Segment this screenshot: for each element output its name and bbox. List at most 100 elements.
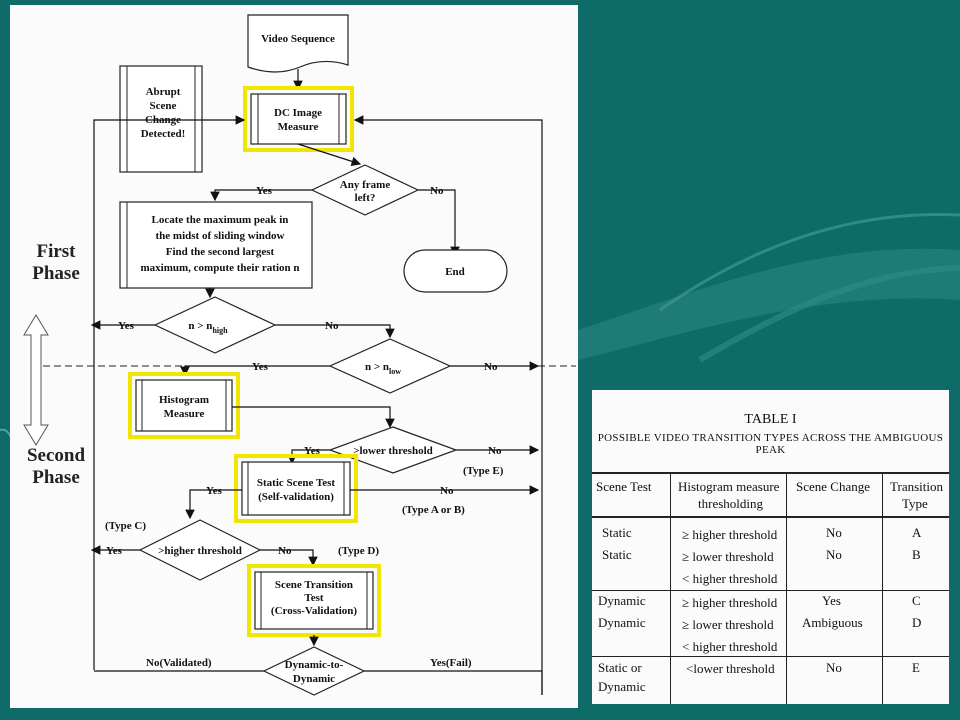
locate-peak-node: Locate the maximum peak in the midst of …	[119, 201, 313, 289]
dynamic-to-dynamic-decision: Dynamic-to- Dynamic	[262, 646, 366, 696]
histogram-line-2: Measure	[164, 408, 205, 420]
table-top-rule	[592, 472, 949, 474]
flowchart-panel: Video Sequence Abrupt Scene Change Detec…	[10, 5, 578, 708]
header-transition-2: Type	[902, 496, 928, 511]
row-c-scene: Dynamic	[598, 593, 646, 608]
table-col-rule-2	[786, 472, 787, 704]
dynamic-line-2: Dynamic	[293, 673, 335, 685]
static-scene-line-1: Static Scene Test	[257, 477, 336, 489]
row-b-histogram-2: < higher threshold	[682, 571, 778, 586]
flowchart: Video Sequence Abrupt Scene Change Detec…	[23, 14, 576, 696]
row-c-type: C	[912, 593, 921, 608]
dynamic-line-1: Dynamic-to-	[285, 659, 344, 671]
row-d-type: D	[912, 615, 922, 630]
type-d-label: (Type D)	[338, 545, 379, 557]
any-frame-line-2: left?	[355, 192, 376, 204]
no-label: No	[440, 485, 454, 497]
transition-types-table: TABLE I POSSIBLE VIDEO TRANSITION TYPES …	[592, 390, 949, 704]
header-transition-1: Transition	[890, 479, 943, 494]
row-e-scene: Static or	[598, 660, 642, 675]
row-b-type: B	[912, 547, 921, 562]
row-c-change: Yes	[822, 593, 841, 608]
abrupt-line-1: Abrupt	[146, 86, 181, 98]
svg-text:n > nhigh: n > nhigh	[188, 320, 228, 335]
no-label: No	[325, 320, 339, 332]
any-frame-left-decision: Any frame left?	[310, 164, 420, 216]
n-low-subscript: low	[389, 367, 401, 376]
row-a-histogram: ≥ higher threshold	[682, 527, 778, 542]
video-sequence-label: Video Sequence	[261, 33, 335, 45]
locate-line-2: the midst of sliding window	[156, 230, 285, 242]
row-b-histogram: ≥ lower threshold	[682, 549, 774, 564]
row-c-histogram: ≥ higher threshold	[682, 595, 778, 610]
table-col-rule-3	[882, 472, 883, 704]
svg-text:n > nlow: n > nlow	[365, 361, 401, 376]
scene-transition-line-3: (Cross-Validation)	[271, 605, 358, 617]
n-high-subscript: high	[212, 326, 228, 335]
scene-transition-line-2: Test	[304, 592, 323, 604]
yes-fail-label: Yes(Fail)	[430, 657, 472, 669]
table-subtitle: POSSIBLE VIDEO TRANSITION TYPES ACROSS T…	[597, 432, 944, 456]
header-histogram-2: thresholding	[698, 496, 763, 511]
no-label: No	[488, 445, 502, 457]
n-low-decision: n > nlow	[328, 338, 452, 394]
no-validated-label: No(Validated)	[146, 657, 212, 669]
row-a-type: A	[912, 525, 922, 540]
higher-threshold-label: >higher threshold	[158, 545, 242, 557]
n-high-decision: n > nhigh	[153, 296, 277, 354]
n-low-label: n > n	[365, 361, 389, 373]
static-scene-test-node: Static Scene Test (Self-validation)	[234, 454, 358, 523]
static-scene-line-2: (Self-validation)	[258, 491, 334, 503]
row-a-scene: Static	[602, 525, 632, 540]
table-header-rule	[592, 516, 949, 518]
locate-line-1: Locate the maximum peak in	[152, 214, 289, 226]
type-e-label: (Type E)	[463, 465, 504, 477]
table-title: TABLE I	[744, 412, 797, 427]
dc-image-line-2: Measure	[278, 121, 319, 133]
abrupt-change-node: Abrupt Scene Change Detected!	[119, 65, 203, 173]
end-node: End	[403, 249, 508, 293]
abrupt-line-2: Scene	[150, 100, 177, 112]
header-scene-change: Scene Change	[796, 479, 871, 494]
header-histogram-1: Histogram measure	[678, 479, 780, 494]
yes-label: Yes	[252, 361, 269, 373]
dc-image-measure-node: DC Image Measure	[243, 86, 354, 152]
table-col-rule-1	[670, 472, 671, 704]
first-phase-label: First Phase	[32, 241, 80, 284]
type-c-label: (Type C)	[105, 520, 146, 532]
row-e-type: E	[912, 660, 920, 675]
row-a-change: No	[826, 525, 842, 540]
histogram-line-1: Histogram	[159, 394, 209, 406]
row-b-change: No	[826, 547, 842, 562]
table-row-rule	[592, 656, 949, 657]
row-e-histogram: <lower threshold	[686, 661, 775, 676]
no-label: No	[278, 545, 292, 557]
yes-label: Yes	[256, 185, 273, 197]
table-row-rule	[592, 590, 949, 591]
histogram-measure-node: Histogram Measure	[128, 372, 240, 439]
yes-label: Yes	[206, 485, 223, 497]
phase-double-arrow	[23, 314, 49, 446]
video-sequence-node: Video Sequence	[247, 14, 349, 73]
row-d-histogram-2: < higher threshold	[682, 639, 778, 654]
lower-threshold-decision: >lower threshold	[328, 426, 458, 474]
scene-transition-test-node: Scene Transition Test (Cross-Validation)	[247, 564, 381, 637]
row-b-scene: Static	[602, 547, 632, 562]
any-frame-line-1: Any frame	[340, 179, 391, 191]
no-label: No	[484, 361, 498, 373]
higher-threshold-decision: >higher threshold	[138, 519, 262, 581]
yes-label: Yes	[118, 320, 135, 332]
no-label: No	[430, 185, 444, 197]
row-e-scene-2: Dynamic	[598, 679, 646, 694]
locate-line-3: Find the second largest	[166, 246, 275, 258]
yes-label: Yes	[106, 545, 123, 557]
row-d-scene: Dynamic	[598, 615, 646, 630]
header-scene-test: Scene Test	[596, 479, 652, 494]
locate-line-4: maximum, compute their ration n	[141, 262, 300, 274]
type-ab-label: (Type A or B)	[402, 504, 465, 516]
row-d-histogram: ≥ lower threshold	[682, 617, 774, 632]
second-phase-label: Second Phase	[26, 445, 86, 488]
end-label: End	[445, 266, 465, 278]
lower-threshold-label: >lower threshold	[353, 445, 433, 457]
row-d-change: Ambiguous	[802, 615, 863, 630]
